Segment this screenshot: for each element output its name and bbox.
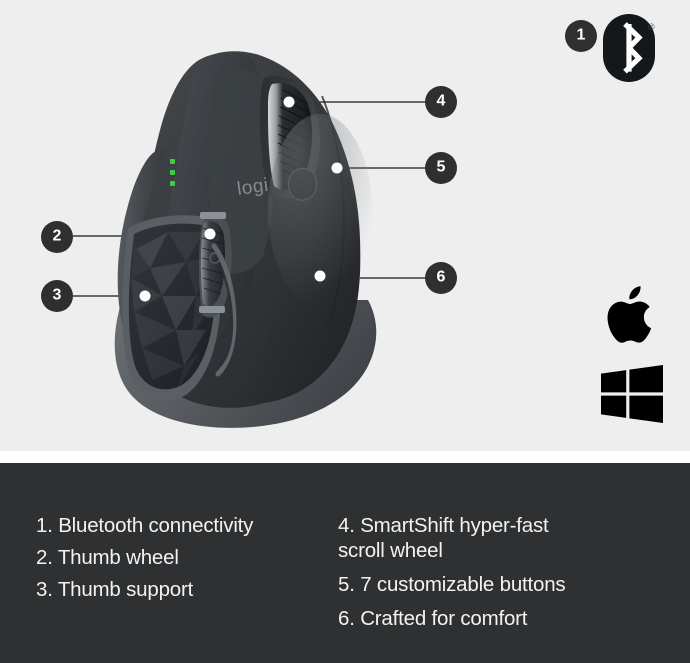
dot-thumb-support bbox=[139, 290, 151, 302]
gesture-button bbox=[209, 252, 221, 264]
legend-item-6: 6. Crafted for comfort bbox=[338, 607, 528, 630]
bluetooth-icon bbox=[603, 14, 655, 82]
thumb-support bbox=[128, 223, 216, 390]
legend-item-4: 4. SmartShift hyper-fast scroll wheel bbox=[338, 514, 549, 562]
apple-icon bbox=[607, 286, 652, 343]
dot-scroll-wheel bbox=[283, 96, 295, 108]
legend-panel: 1. Bluetooth connectivity 2. Thumb wheel… bbox=[0, 463, 690, 663]
callout-1[interactable]: 1 bbox=[565, 20, 597, 52]
callout-6[interactable]: 6 bbox=[425, 262, 457, 294]
logi-wordmark: logi bbox=[236, 175, 270, 200]
legend-column-left: 1. Bluetooth connectivity 2. Thumb wheel… bbox=[36, 513, 336, 609]
legend-item-1: 1. Bluetooth connectivity bbox=[36, 514, 254, 537]
callout-5-number: 5 bbox=[436, 158, 446, 176]
legend-item-5: 5. 7 customizable buttons bbox=[338, 573, 566, 596]
callout-3-number: 3 bbox=[52, 286, 62, 304]
windows-icon bbox=[601, 365, 663, 423]
legend-column-right: 4. SmartShift hyper-fast scroll wheel 5.… bbox=[338, 513, 668, 640]
dot-palm-rest bbox=[314, 270, 326, 282]
dot-thumb-wheel bbox=[204, 228, 216, 240]
dot-right-buttons bbox=[331, 162, 343, 174]
callout-3[interactable]: 3 bbox=[41, 280, 73, 312]
palm-highlight bbox=[268, 114, 372, 306]
callout-6-number: 6 bbox=[436, 268, 446, 286]
callout-1-number: 1 bbox=[576, 26, 586, 44]
mouse-illustration: logi bbox=[73, 51, 425, 428]
callout-5[interactable]: 5 bbox=[425, 152, 457, 184]
callout-2-number: 2 bbox=[52, 227, 62, 245]
target-dots bbox=[139, 96, 343, 302]
legend-item-2: 2. Thumb wheel bbox=[36, 546, 179, 569]
thumb-support-facets bbox=[131, 232, 214, 388]
callout-4-number: 4 bbox=[436, 92, 446, 110]
callout-4[interactable]: 4 bbox=[425, 86, 457, 118]
callout-2[interactable]: 2 bbox=[41, 221, 73, 253]
registered-trademark-symbol: ® bbox=[648, 22, 655, 32]
mouse-body: logi bbox=[114, 51, 377, 428]
side-buttons-groove bbox=[211, 243, 237, 377]
legend-item-3: 3. Thumb support bbox=[36, 578, 194, 601]
hero-panel: logi 1 2 3 4 5 bbox=[0, 0, 690, 451]
side-buttons bbox=[214, 256, 234, 368]
led-indicators bbox=[170, 159, 175, 186]
thumb-wheel bbox=[199, 212, 232, 318]
